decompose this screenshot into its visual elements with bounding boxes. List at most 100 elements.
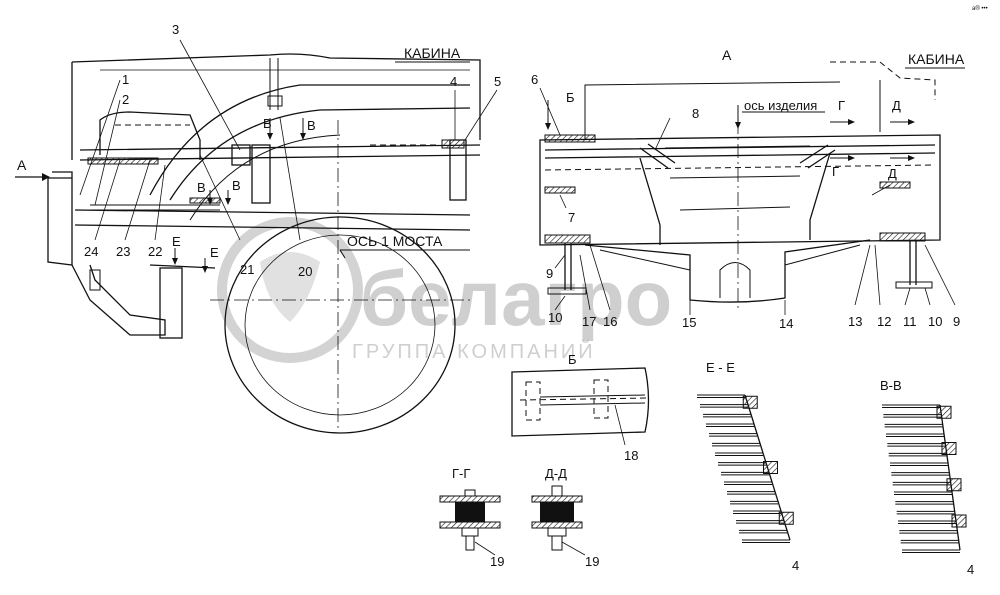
section-dd-title: Д-Д	[545, 466, 567, 481]
louvre-fin	[742, 539, 790, 543]
watermark-subtitle: ГРУППА КОМПАНИЙ	[352, 339, 596, 363]
louvre-fin	[715, 452, 763, 456]
louvre-fin	[888, 452, 947, 457]
callout-4-vv: 4	[967, 562, 974, 577]
callout-11: 11	[903, 314, 917, 329]
section-mark-e2: Е	[210, 245, 219, 260]
view-a-axis-label: ось изделия	[744, 98, 817, 113]
louvre-fin	[727, 491, 775, 495]
louvre-bolt	[941, 442, 957, 455]
callout-18: 18	[624, 448, 638, 463]
louvre-spine	[939, 404, 961, 551]
section-gg-title: Г-Г	[452, 466, 470, 481]
louvre-fin	[718, 462, 766, 466]
callout-20: 20	[298, 264, 312, 279]
louvre-fin	[703, 413, 751, 418]
callout-6: 6	[531, 72, 538, 87]
callout-24: 24	[84, 244, 98, 259]
louvre-fin	[736, 520, 784, 524]
louvre-bolt	[936, 405, 952, 419]
section-mark-d2: Д	[888, 166, 897, 181]
callout-7: 7	[568, 210, 575, 225]
watermark-logo: белагро ГРУППА КОМПАНИЙ	[217, 217, 672, 363]
side-cabin-label: КАБИНА	[404, 45, 461, 61]
view-arrow-label: А	[17, 157, 27, 173]
louvre-fin	[887, 443, 946, 447]
view-a	[539, 61, 965, 315]
callout-21: 21	[240, 262, 254, 277]
callout-23: 23	[116, 244, 130, 259]
louvre-fin	[894, 491, 952, 495]
callout-13: 13	[848, 314, 862, 329]
callout-19-gg: 19	[490, 554, 504, 569]
view-a-title: А	[722, 47, 732, 63]
section-mark-b: Б	[566, 90, 575, 105]
section-dd	[531, 485, 586, 556]
louvre-bolt	[778, 511, 794, 525]
section-mark-v3: В	[197, 180, 206, 195]
louvre-bolt	[742, 395, 758, 409]
louvre-fin	[886, 433, 944, 437]
callout-19-dd: 19	[585, 554, 599, 569]
louvre-fin	[899, 530, 958, 534]
louvre-fin	[721, 471, 769, 476]
louvre-fin	[733, 510, 781, 514]
louvre-fin	[697, 394, 745, 398]
callout-22: 22	[148, 244, 162, 259]
callout-9-right: 9	[953, 314, 960, 329]
callout-10-left: 10	[548, 310, 562, 325]
callout-9-left: 9	[546, 266, 553, 281]
louvre-fin	[882, 404, 940, 408]
view-a-cabin-label: КАБИНА	[908, 51, 965, 67]
section-ee-title: Е - Е	[706, 360, 735, 375]
section-vv	[882, 404, 967, 553]
callout-15: 15	[682, 315, 696, 330]
louvre-fin	[706, 423, 754, 427]
louvre-fin	[739, 529, 787, 534]
section-ee	[697, 394, 794, 543]
callout-16: 16	[603, 314, 617, 329]
louvre-fin	[712, 442, 760, 447]
callout-4: 4	[450, 74, 457, 89]
callout-14: 14	[779, 316, 793, 331]
louvre-fin	[890, 462, 948, 466]
callout-5: 5	[494, 74, 501, 89]
louvre-fin	[896, 510, 955, 515]
callout-17: 17	[582, 314, 596, 329]
callout-12: 12	[877, 314, 891, 329]
louvre-fin	[724, 481, 772, 485]
section-mark-v2: В	[307, 118, 316, 133]
side-view	[15, 39, 498, 434]
callout-3: 3	[172, 22, 179, 37]
callout-4-ee: 4	[792, 558, 799, 573]
detail-b-title: Б	[568, 352, 577, 367]
section-mark-v1: В	[263, 116, 272, 131]
louvre-fin	[884, 423, 943, 428]
corner-mark: a® •••	[972, 5, 988, 12]
section-mark-e1: Е	[172, 234, 181, 249]
callout-1: 1	[122, 72, 129, 87]
section-gg	[439, 489, 501, 556]
detail-b	[511, 367, 650, 446]
callout-2: 2	[122, 92, 129, 107]
louvre-bolt	[946, 478, 962, 492]
section-mark-g2: Г	[832, 164, 839, 179]
louvre-fin	[700, 404, 748, 408]
louvre-fin	[730, 500, 778, 505]
callout-10-right: 10	[928, 314, 942, 329]
callout-8: 8	[692, 106, 699, 121]
louvre-fin	[892, 481, 951, 486]
louvre-fin	[891, 472, 950, 476]
louvre-bolt	[763, 461, 778, 474]
louvre-bolt	[951, 514, 967, 528]
section-vv-title: В-В	[880, 378, 902, 393]
section-mark-v4: В	[232, 178, 241, 193]
section-mark-g1: Г	[838, 98, 845, 113]
watermark-brand: белагро	[360, 254, 672, 342]
axle-label: ОСЬ 1 МОСТА	[347, 233, 443, 249]
louvre-fin	[902, 549, 960, 553]
louvre-fin	[898, 520, 956, 524]
section-mark-d1: Д	[892, 98, 901, 113]
